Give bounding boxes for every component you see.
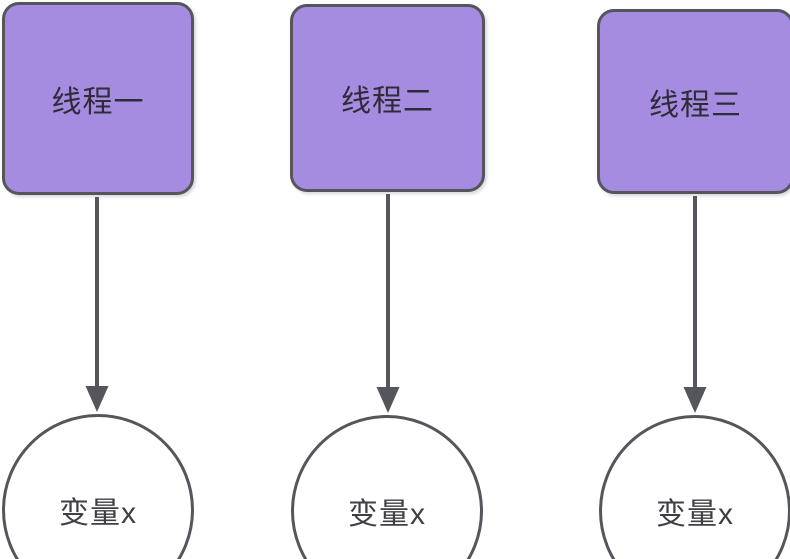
thread-node-3: 线程三 — [597, 9, 790, 194]
thread-node-2-label: 线程二 — [341, 85, 434, 118]
variable-node-3-label: 变量x — [656, 498, 734, 531]
thread-node-1: 线程一 — [2, 2, 194, 195]
thread-node-3-label: 线程三 — [649, 88, 742, 122]
thread-node-1-label: 线程一 — [51, 85, 145, 119]
down-arrow-icon-2 — [376, 194, 400, 413]
variable-node-3: 变量x — [599, 415, 790, 559]
thread-node-2: 线程二 — [290, 4, 485, 192]
variable-node-1-label: 变量x — [59, 497, 137, 530]
down-arrow-icon-1 — [85, 197, 109, 412]
variable-node-2-label: 变量x — [348, 498, 426, 531]
variable-node-1: 变量x — [2, 414, 194, 559]
down-arrow-icon-3 — [683, 196, 707, 413]
variable-node-2: 变量x — [291, 415, 483, 559]
